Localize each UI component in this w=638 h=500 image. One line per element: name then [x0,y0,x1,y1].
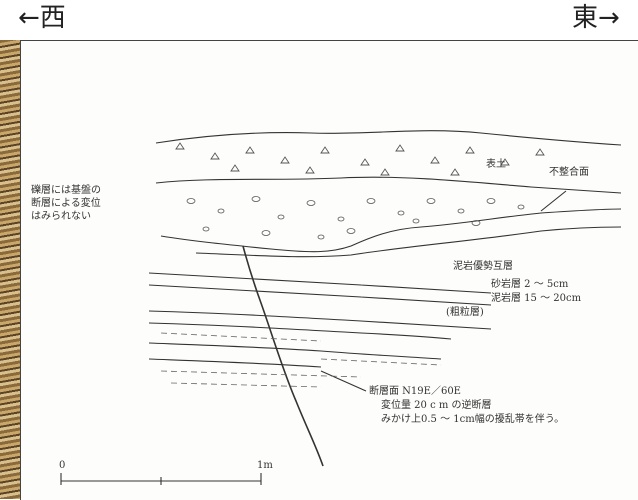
sandstone-layer-label: 砂岩層 2 ～ 5cm [491,279,569,290]
gravel-note-line-1: 礫層には基盤の [31,185,101,196]
topsoil-label: 表土 [486,159,506,170]
topsoil-pattern [175,142,545,176]
bedding-line [148,358,322,368]
ground-surface-line [155,130,622,146]
bedding-line [148,284,492,306]
bedding-line [148,342,442,360]
fault-leader [320,370,367,392]
gravel-pattern [186,196,525,240]
coarse-layer-label: (粗粒層) [446,307,484,318]
bedding-line [148,322,452,340]
fault-line [242,245,324,467]
mudstone-layer-label: 泥岩層 15 ～ 20cm [491,293,582,304]
fault-displacement-label: 変位量 20 c m の逆断層 [381,400,492,411]
gravel-note-line-3: はみられない [31,211,91,222]
fault-plane-label: 断層面 N19E／60E [369,386,461,397]
bedding-line [148,272,492,294]
east-direction-label: 東→ [572,3,620,33]
outcrop-sketch-drawing [60,130,622,485]
scale-zero-label: 0 [59,460,66,471]
bedding-line [148,310,492,330]
topsoil-base-line [155,176,622,194]
mudstone-pattern [160,332,442,388]
geologic-sketch-sheet: 表土 不整合面 礫層には基盤の 断層による変位 はみられない 泥岩優勢互層 砂岩… [20,40,638,500]
unconformity-line-2 [195,226,622,258]
unconformity-label: 不整合面 [549,167,589,178]
mudstone-alternation-label: 泥岩優勢互層 [453,261,513,272]
unconformity-leader [540,190,567,212]
unconformity-line [160,208,622,253]
fault-disturbance-label: みかけ上0.5 ～ 1cm幅の擾乱帯を伴う。 [381,414,565,425]
scale-bar [60,473,262,485]
outcrop-photo-edge-left [0,40,22,499]
west-direction-label: ←西 [18,3,66,33]
scale-one-meter-label: 1m [257,460,273,471]
gravel-note-line-2: 断層による変位 [31,198,101,209]
